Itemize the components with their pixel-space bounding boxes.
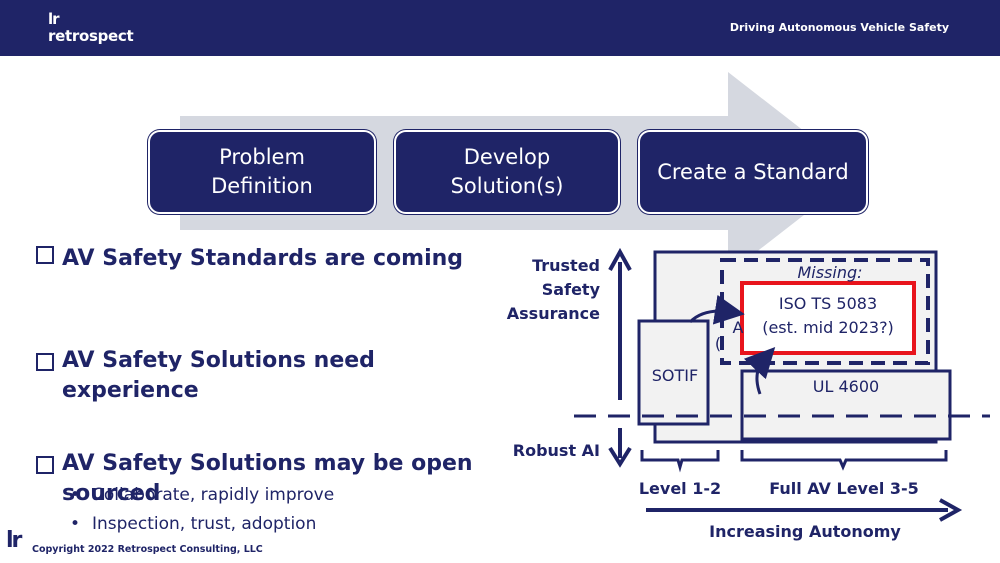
sub-bullet-text: Collaborate, rapidly improve [92, 485, 335, 505]
level-3-5-label: Full AV Level 3-5 [769, 479, 919, 498]
missing-label: Missing: [797, 263, 863, 282]
ul4600-box [740, 369, 952, 441]
slide-header-title: Driving Autonomous Vehicle Safety [729, 21, 949, 34]
step-create-standard: Create a Standard [638, 130, 868, 214]
sub-bullet-inspection: • Inspection, trust, adoption [70, 514, 316, 534]
checkbox-bullet-icon [36, 456, 54, 474]
level-1-2-label: Level 1-2 [638, 479, 722, 498]
sub-bullet-text: Inspection, trust, adoption [92, 514, 317, 534]
logo-wordmark: retrospect [48, 27, 134, 45]
sotif-label: SOTIF [651, 366, 699, 385]
step-develop-solutions: Develop Solution(s) [394, 130, 620, 214]
y-axis-top-label: Trusted Safety Assurance [506, 256, 600, 323]
footer-logo-mark: lr [6, 528, 22, 553]
partial-letter-a: A [732, 318, 744, 337]
bullet-dot-icon: • [70, 514, 81, 534]
header-bar: lr retrospect Driving Autonomous Vehicle… [0, 0, 1000, 56]
iso-label: ISO TS 5083 (est. mid 2023?) [762, 294, 894, 337]
x-axis-arrowhead [939, 498, 963, 522]
bullet-solutions-experience: AV Safety Solutions need experience [36, 316, 375, 406]
sub-bullet-collaborate: • Collaborate, rapidly improve [70, 485, 334, 505]
bullet-text: AV Safety Solutions need experience [62, 348, 375, 403]
iso-box [740, 281, 916, 355]
step-label: Create a Standard [657, 159, 849, 184]
bullet-text: AV Safety Solutions may be open sourced [62, 451, 473, 506]
x-axis-label: Increasing Autonomy [709, 522, 901, 541]
checkbox-bullet-icon [36, 353, 54, 371]
connector-arrow [743, 347, 776, 395]
checkbox-bullet-icon [36, 246, 54, 264]
bullet-dot-icon: • [70, 485, 81, 505]
footer-copyright: Copyright 2022 Retrospect Consulting, LL… [32, 544, 263, 555]
bullet-text: AV Safety Standards are coming [62, 246, 464, 271]
sotif-box [637, 319, 710, 426]
bullet-open-sourced: AV Safety Solutions may be open sourced [36, 419, 473, 509]
y-axis-up-arrowhead [608, 247, 632, 271]
y-axis-down-arrowhead [608, 446, 632, 468]
y-axis-bottom-label: Robust AI [512, 441, 600, 460]
brace-level-1-2 [640, 450, 720, 473]
bullet-standards-coming: AV Safety Standards are coming [36, 244, 463, 274]
brace-level-3-5 [740, 450, 948, 471]
connector-arrow [688, 294, 745, 325]
partial-paren: ( [714, 334, 722, 353]
step-label: Develop Solution(s) [450, 145, 564, 198]
ul4600-label: UL 4600 [812, 377, 880, 396]
logo-mark: lr [48, 10, 60, 28]
step-label: Problem Definition [211, 145, 313, 198]
step-problem-definition: Problem Definition [148, 130, 376, 214]
